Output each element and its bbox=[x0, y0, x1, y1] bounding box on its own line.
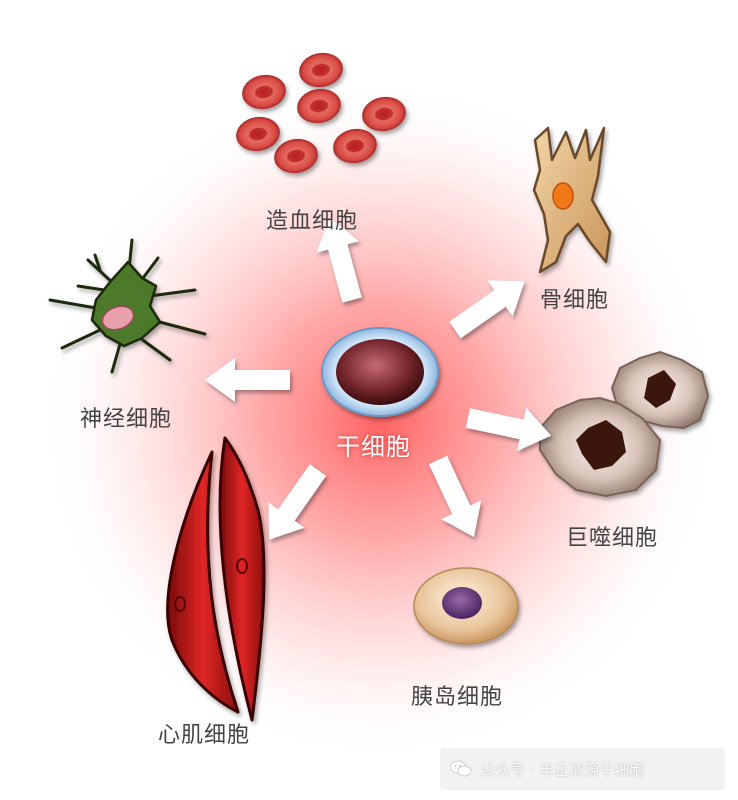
cardiac-cells-icon bbox=[166, 436, 266, 722]
label-bone-cell: 骨细胞 bbox=[540, 288, 610, 313]
watermark: 公众号 · 丰正清源干细胞 bbox=[440, 748, 725, 790]
label-blood-cell: 造血细胞 bbox=[266, 209, 359, 234]
wechat-icon bbox=[450, 760, 472, 777]
differentiation-arrows bbox=[205, 217, 552, 540]
watermark-text: 公众号 · 丰正清源干细胞 bbox=[480, 760, 645, 779]
blood-cells-icon bbox=[236, 52, 406, 174]
label-cardiac-cell: 心肌细胞 bbox=[158, 723, 251, 748]
arrow-to-macrophage-icon bbox=[465, 407, 552, 451]
stem-cell-icon bbox=[321, 327, 439, 417]
arrow-to-nerve-icon bbox=[205, 358, 290, 402]
arrow-to-blood-icon bbox=[316, 217, 362, 303]
label-stem-cell: 干细胞 bbox=[336, 433, 411, 461]
nerve-cell-icon bbox=[48, 238, 207, 374]
label-nerve-cell: 神经细胞 bbox=[80, 407, 173, 432]
label-macrophage: 巨噬细胞 bbox=[566, 526, 659, 551]
pancreatic-cell-icon bbox=[413, 567, 519, 645]
arrow-to-bone-icon bbox=[449, 280, 525, 339]
arrow-to-pancreatic-icon bbox=[428, 455, 482, 538]
macrophage-icon bbox=[539, 350, 710, 498]
label-pancreatic-cell: 胰岛细胞 bbox=[411, 685, 504, 710]
arrow-to-cardiac-icon bbox=[268, 464, 327, 540]
bone-cell-icon bbox=[532, 126, 612, 274]
